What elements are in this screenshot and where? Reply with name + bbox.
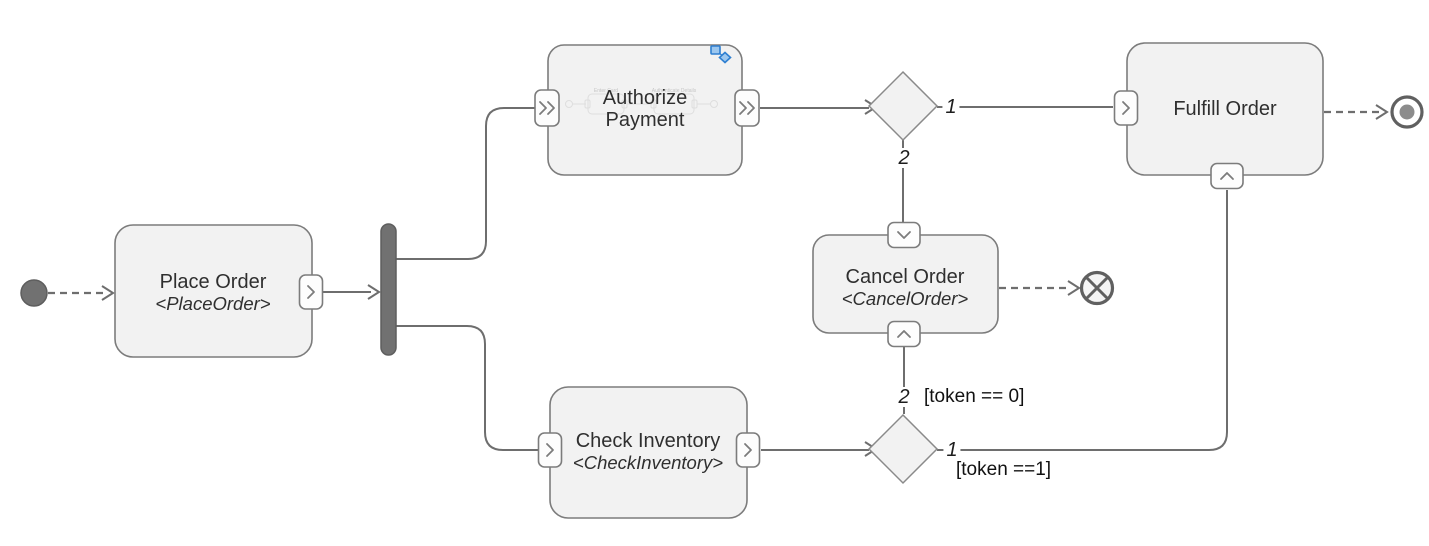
ghost-step2-label: Authenticate Details <box>652 88 697 94</box>
double-chevron-right-icon <box>539 101 555 115</box>
cancel-order-top-port[interactable] <box>887 221 921 249</box>
arrowhead-into-place-order <box>101 285 115 301</box>
guard-token-1-label: [token ==1] <box>956 459 1052 480</box>
fulfill-order-bottom-port[interactable] <box>1210 162 1244 190</box>
place-order-title: Place Order <box>159 271 267 293</box>
decision2-branch2-label: 2 <box>895 387 913 407</box>
cancel-order-bottom-port[interactable] <box>887 320 921 348</box>
edge-decision2-to-fulfill-order[interactable] <box>937 190 1228 451</box>
double-chevron-right-icon <box>739 101 755 115</box>
arrowhead-into-final <box>1375 104 1389 120</box>
authorize-payment-out-port[interactable] <box>734 89 760 127</box>
start-node[interactable] <box>20 279 48 307</box>
check-inventory-title: Check Inventory <box>575 430 721 452</box>
chevron-down-icon <box>897 231 911 239</box>
chevron-right-icon <box>1122 101 1130 115</box>
subprocess-icon[interactable] <box>710 45 732 64</box>
flow-final-node[interactable] <box>1079 270 1115 306</box>
fork-bar[interactable] <box>380 223 397 356</box>
place-order-stereotype: <PlaceOrder> <box>155 293 271 314</box>
edges <box>48 99 1389 457</box>
authorize-payment-in-port[interactable] <box>534 89 560 127</box>
chevron-right-icon <box>546 443 554 457</box>
decision2-branch1-label: 1 <box>943 440 961 460</box>
check-inventory-out-port[interactable] <box>735 432 761 468</box>
arrowhead-into-flow-final <box>1067 280 1081 296</box>
ghost-step1-label: Enter Card <box>594 88 618 94</box>
check-inventory-stereotype: <CheckInventory> <box>572 452 724 473</box>
edge-fork-to-check-inventory[interactable] <box>396 325 538 451</box>
edge-fork-to-authorize-payment[interactable] <box>396 107 535 260</box>
cancel-order-title: Cancel Order <box>845 266 965 288</box>
authorize-payment-title: Authorize Payment <box>602 87 688 131</box>
authorize-payment-ghost-subworkflow: Enter Card Authenticate Details <box>565 88 718 115</box>
decision1-diamond[interactable] <box>867 70 939 142</box>
arrowhead-into-fork <box>367 284 381 300</box>
decision1-branch1-label: 1 <box>942 97 960 117</box>
fulfill-order-in-port[interactable] <box>1113 90 1139 126</box>
decision2-diamond[interactable] <box>867 413 939 485</box>
chevron-right-icon <box>307 285 315 299</box>
chevron-up-icon <box>1220 172 1234 180</box>
cancel-order-stereotype: <CancelOrder> <box>841 288 969 309</box>
chevron-right-icon <box>744 443 752 457</box>
check-inventory-in-port[interactable] <box>537 432 563 468</box>
place-order-out-port[interactable] <box>298 274 324 310</box>
activity-final-node[interactable] <box>1390 95 1424 129</box>
chevron-up-icon <box>897 330 911 338</box>
decision1-branch2-label: 2 <box>895 148 913 168</box>
guard-token-0-label: [token == 0] <box>924 386 1025 407</box>
x-icon <box>1086 277 1108 299</box>
fulfill-order-title: Fulfill Order <box>1173 98 1277 120</box>
